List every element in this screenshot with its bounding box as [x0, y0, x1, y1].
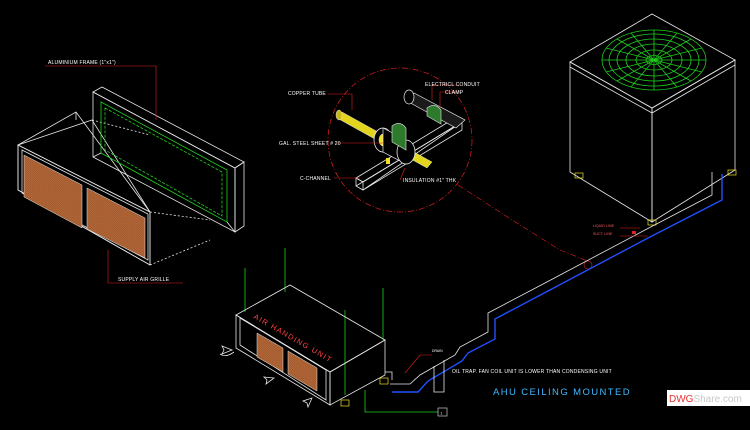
watermark: DWGShare.com [669, 394, 742, 405]
drawing-title: AHU CEILING MOUNTED [493, 387, 631, 398]
supply-air-grille-assembly [17, 65, 245, 284]
pipe-support-detail [327, 67, 473, 213]
watermark-backdrop [667, 390, 750, 406]
label-drain: DRAIN [432, 349, 443, 353]
label-suction-line: SUCT. LINE [593, 232, 613, 236]
ahu-grille-left [256, 332, 284, 373]
detail-reference-leader [457, 184, 591, 263]
label-aluminium-frame: ALUMINIUM FRAME (1"x1") [48, 60, 116, 66]
grille-louvre-left [23, 154, 83, 229]
ahu-grille-right [287, 350, 318, 392]
label-clamp: CLAMP [445, 90, 464, 96]
pipe-clamp [391, 123, 407, 151]
condensing-unit [569, 13, 737, 226]
refrigerant-piping [390, 172, 723, 393]
pipe-liquid-line [390, 172, 713, 385]
air-handling-unit [219, 248, 448, 417]
label-oil-trap-note: OIL TRAP. FAN COIL UNIT IS LOWER THAN CO… [452, 369, 612, 375]
label-insulation: INSULATION #1" THK [403, 178, 457, 184]
label-electrical-conduit: ELECTRICL CONDUIT [425, 82, 480, 88]
label-liquid-line: LIQUID LINE [593, 224, 615, 228]
pipe-suction-line [392, 174, 723, 393]
oil-trap [433, 360, 445, 393]
label-supply-air-grille: SUPPLY AIR GRILLE [118, 277, 170, 283]
label-c-channel: C-CHANNEL [300, 176, 331, 182]
callout-box [437, 407, 448, 417]
condenser-fan-icon [601, 29, 707, 91]
airflow-arrow-icon [221, 345, 234, 355]
callout-number: 1 [441, 412, 443, 416]
detail-circle [327, 67, 473, 213]
grille-louvre-right [86, 187, 146, 259]
label-copper-tube: COPPER TUBE [288, 91, 326, 97]
label-gal-steel-sheet: GAL. STEEL SHEET # 20 [279, 141, 341, 147]
